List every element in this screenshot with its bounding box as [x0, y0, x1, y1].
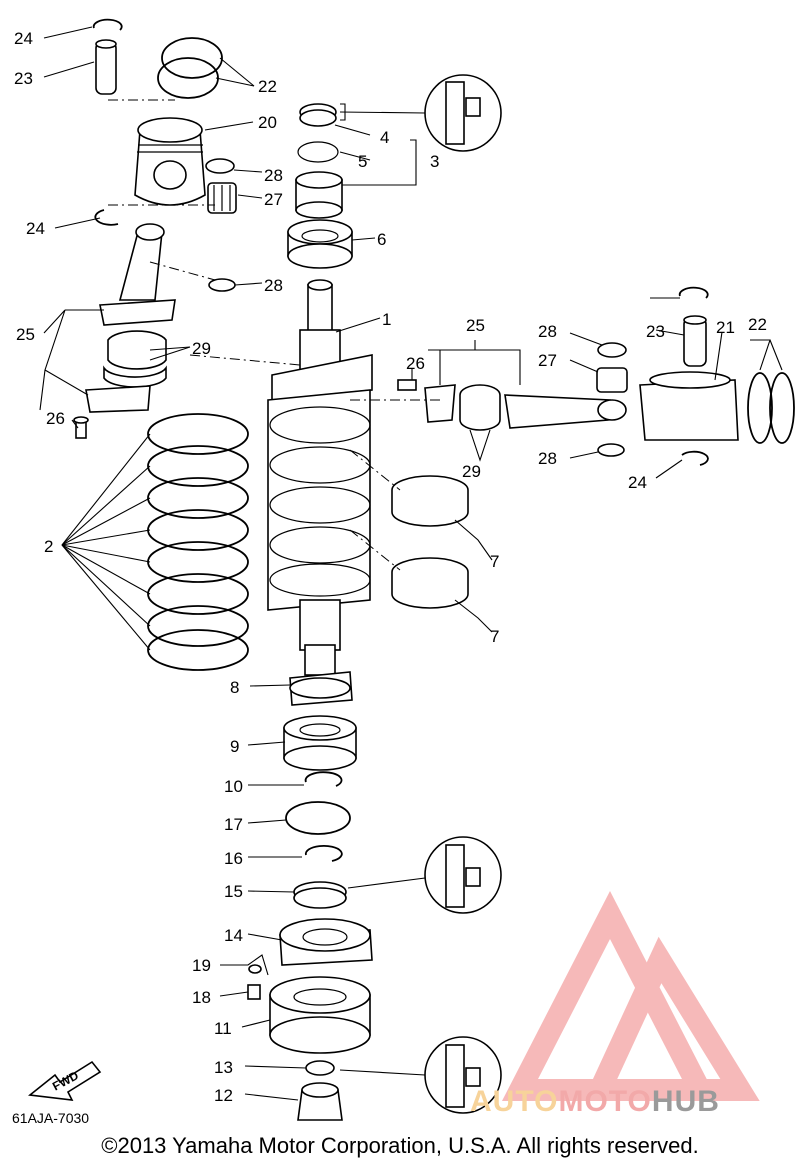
- bolt-18: [247, 984, 261, 1000]
- lower-stack: [247, 671, 373, 1121]
- part-label-2: 2: [44, 537, 53, 556]
- part-label-21: 21: [716, 318, 735, 337]
- detail-insets-lower: [339, 836, 502, 1114]
- part-label-17: 17: [224, 815, 243, 834]
- piston-ring-22-a1: [161, 37, 223, 79]
- washer-28-d: [597, 443, 625, 457]
- part-label-22: 22: [258, 77, 277, 96]
- part-label-29: 29: [462, 462, 481, 481]
- part-label-24: 24: [14, 29, 33, 48]
- part-label-26: 26: [46, 409, 65, 428]
- part-label-29: 29: [192, 339, 211, 358]
- washer-19: [248, 964, 262, 974]
- part-label-7: 7: [490, 627, 499, 646]
- part-label-18: 18: [192, 988, 211, 1007]
- part-label-1: 1: [382, 310, 391, 329]
- part-label-9: 9: [230, 737, 239, 756]
- part-label-23: 23: [14, 69, 33, 88]
- part-label-4: 4: [380, 128, 389, 147]
- rod-cap-left: [85, 385, 151, 413]
- washer-28-c: [597, 342, 627, 358]
- part-label-23: 23: [646, 322, 665, 341]
- part-label-6: 6: [377, 230, 386, 249]
- part-label-5: 5: [358, 152, 367, 171]
- top-center-bearing-group: [287, 74, 502, 269]
- circlip-24-c: [678, 286, 709, 299]
- part-label-27: 27: [538, 351, 557, 370]
- part-label-3: 3: [430, 152, 439, 171]
- part-label-28: 28: [538, 449, 557, 468]
- rod-cap-right: [424, 384, 456, 423]
- circlip-24-d: [681, 450, 709, 466]
- crankshaft-1: [267, 279, 373, 676]
- circlip-24-a: [92, 18, 123, 31]
- con-rod-right: [504, 394, 611, 429]
- circlip-16: [304, 844, 343, 862]
- part-label-28: 28: [538, 322, 557, 341]
- part-label-15: 15: [224, 882, 243, 901]
- part-label-24: 24: [26, 219, 45, 238]
- bearing-29-right: [459, 384, 501, 431]
- part-label-10: 10: [224, 777, 243, 796]
- bolt-26-right: [397, 379, 417, 391]
- part-label-25: 25: [466, 316, 485, 335]
- copyright-notice: ©2013 Yamaha Motor Corporation, U.S.A. A…: [101, 1133, 699, 1158]
- part-label-28: 28: [264, 276, 283, 295]
- piston-ring-22-b2: [769, 372, 795, 444]
- watermark-hub: HUB: [651, 1085, 720, 1118]
- watermark-moto: MOTO: [558, 1085, 652, 1118]
- part-label-11: 11: [214, 1019, 232, 1038]
- part-label-26: 26: [406, 354, 425, 373]
- o-ring-17: [285, 801, 351, 835]
- top-left-piston-group: [73, 18, 237, 439]
- fwd-arrow-badge: FWD: [28, 1060, 102, 1101]
- circlip-10: [304, 771, 343, 787]
- part-label-25: 25: [16, 325, 35, 344]
- piston-ring-22-b1: [747, 372, 773, 444]
- part-label-13: 13: [214, 1058, 233, 1077]
- washer-28-a: [205, 158, 235, 174]
- piston-21: [639, 379, 739, 441]
- part-label-8: 8: [230, 678, 239, 697]
- watermark-logo: [501, 890, 760, 1101]
- part-label-14: 14: [224, 926, 243, 945]
- part-label-19: 19: [192, 956, 211, 975]
- main-bearings-7: [391, 475, 469, 609]
- circlip-24-b: [94, 209, 119, 226]
- watermark-text: AUTOMOTOHUB: [470, 1085, 720, 1119]
- part-label-27: 27: [264, 190, 283, 209]
- part-label-16: 16: [224, 849, 243, 868]
- part-label-20: 20: [258, 113, 277, 132]
- washer-28-b: [208, 278, 236, 292]
- seal-13: [305, 1060, 335, 1076]
- piston-pin-23-b: [683, 317, 707, 367]
- bearing-rings-2: [147, 413, 249, 671]
- part-label-24: 24: [628, 473, 647, 492]
- watermark-auto: AUTO: [470, 1085, 559, 1118]
- con-rod-left: [118, 231, 163, 301]
- part-label-22: 22: [748, 315, 767, 334]
- part-label-12: 12: [214, 1086, 233, 1105]
- needle-bearing-27-b: [596, 367, 628, 393]
- part-label-7: 7: [490, 552, 499, 571]
- diagram-code: 61AJA-7030: [12, 1110, 90, 1126]
- right-piston-group: [397, 286, 795, 466]
- leader-lines: [39, 26, 783, 1101]
- piston-pin-23-a: [95, 41, 117, 95]
- part-label-28: 28: [264, 166, 283, 185]
- o-ring-5: [297, 141, 339, 163]
